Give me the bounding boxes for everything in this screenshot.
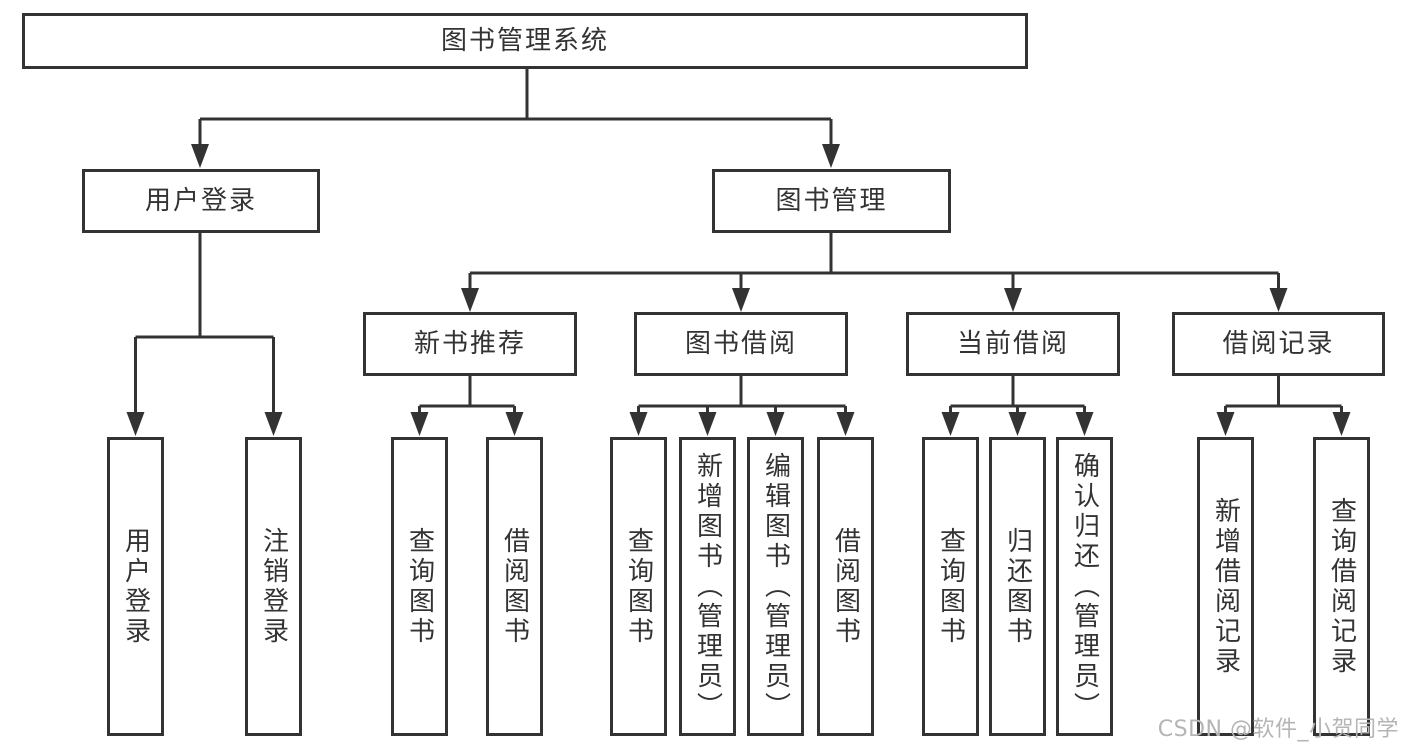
leaf-current-confirm-return-admin: 确认归还（管理员） xyxy=(1056,437,1113,736)
node-borrow-records: 借阅记录 xyxy=(1172,312,1385,376)
node-book-borrowing: 图书借阅 xyxy=(634,312,848,376)
leaf-borrowing-edit-books-admin: 编辑图书（管理员） xyxy=(747,437,804,736)
leaf-borrowing-borrow-books-label: 借阅图书 xyxy=(830,526,861,647)
node-book-management-label: 图书管理 xyxy=(775,186,888,216)
leaf-records-query-record-label: 查询借阅记录 xyxy=(1326,496,1357,677)
leaf-current-query-books: 查询图书 xyxy=(922,437,979,736)
leaf-user-login: 用户登录 xyxy=(107,437,164,736)
node-current-borrowing: 当前借阅 xyxy=(906,312,1120,376)
node-book-borrowing-label: 图书借阅 xyxy=(684,329,797,359)
csdn-watermark: CSDN @软件_小贺同学 xyxy=(1157,717,1399,742)
leaf-current-confirm-return-admin-label: 确认归还（管理员） xyxy=(1069,451,1100,722)
leaf-records-add-record-label: 新增借阅记录 xyxy=(1210,496,1241,677)
leaf-recommend-query-books-label: 查询图书 xyxy=(404,526,435,647)
leaf-records-add-record: 新增借阅记录 xyxy=(1197,437,1254,736)
node-user-login: 用户登录 xyxy=(82,169,320,233)
node-book-management: 图书管理 xyxy=(712,169,951,233)
leaf-logout: 注销登录 xyxy=(245,437,302,736)
node-library-system-label: 图书管理系统 xyxy=(440,26,609,56)
node-new-book-recommend: 新书推荐 xyxy=(363,312,577,376)
leaf-records-query-record: 查询借阅记录 xyxy=(1313,437,1370,736)
leaf-logout-label: 注销登录 xyxy=(258,526,289,647)
leaf-recommend-borrow-books: 借阅图书 xyxy=(486,437,543,736)
leaf-current-return-books: 归还图书 xyxy=(989,437,1046,736)
leaf-borrowing-add-books-admin: 新增图书（管理员） xyxy=(679,437,736,736)
leaf-recommend-query-books: 查询图书 xyxy=(391,437,448,736)
leaf-borrowing-query-books: 查询图书 xyxy=(610,437,667,736)
node-user-login-label: 用户登录 xyxy=(144,186,257,216)
leaf-current-query-books-label: 查询图书 xyxy=(935,526,966,647)
leaf-borrowing-borrow-books: 借阅图书 xyxy=(817,437,874,736)
node-current-borrowing-label: 当前借阅 xyxy=(956,329,1069,359)
leaf-recommend-borrow-books-label: 借阅图书 xyxy=(499,526,530,647)
leaf-borrowing-edit-books-admin-label: 编辑图书（管理员） xyxy=(760,451,791,722)
leaf-user-login-label: 用户登录 xyxy=(120,526,151,647)
node-new-book-recommend-label: 新书推荐 xyxy=(413,329,526,359)
leaf-current-return-books-label: 归还图书 xyxy=(1002,526,1033,647)
leaf-borrowing-add-books-admin-label: 新增图书（管理员） xyxy=(692,451,723,722)
leaf-borrowing-query-books-label: 查询图书 xyxy=(623,526,654,647)
node-library-system: 图书管理系统 xyxy=(22,13,1028,69)
node-borrow-records-label: 借阅记录 xyxy=(1222,329,1335,359)
